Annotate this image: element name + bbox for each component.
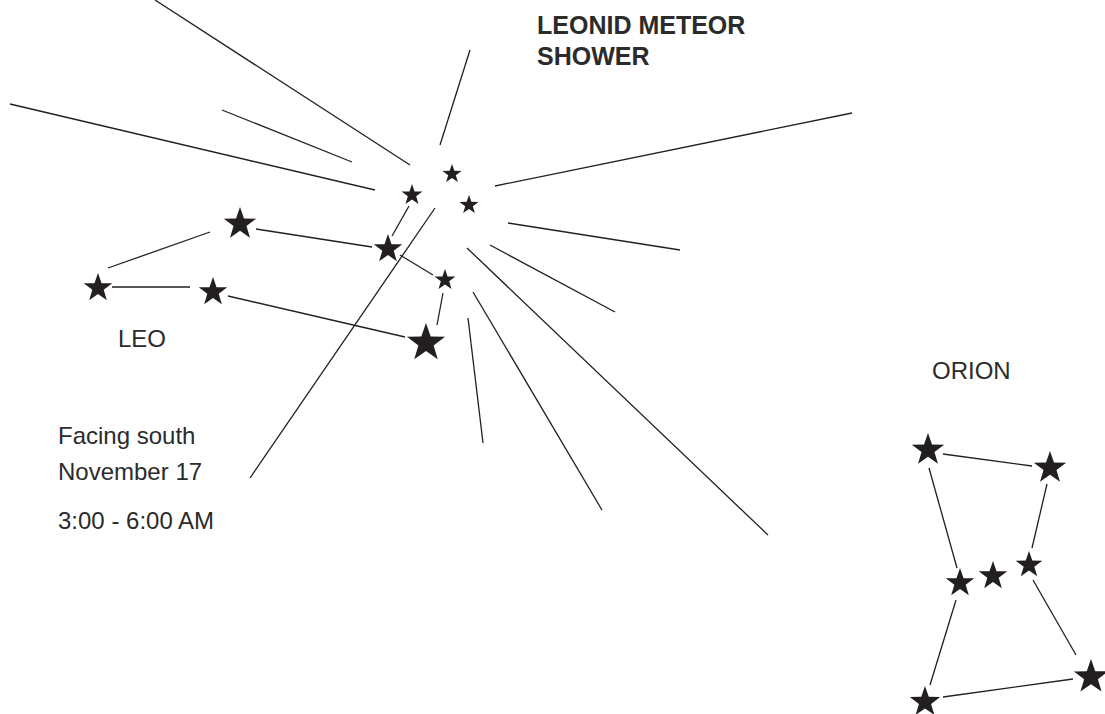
constellation-label: LEO — [118, 323, 166, 354]
orion-stars — [910, 433, 1105, 714]
constellation-label: ORION — [932, 355, 1011, 386]
time-note: 3:00 - 6:00 AM — [58, 505, 214, 536]
orion-lines — [929, 454, 1076, 697]
viewing-note: Facing south November 17 — [58, 418, 248, 490]
chart-title: LEONID METEOR SHOWER — [537, 10, 752, 73]
leo-lines — [108, 206, 443, 337]
meteor-streaks — [10, 0, 852, 535]
leo-stars — [84, 164, 479, 359]
